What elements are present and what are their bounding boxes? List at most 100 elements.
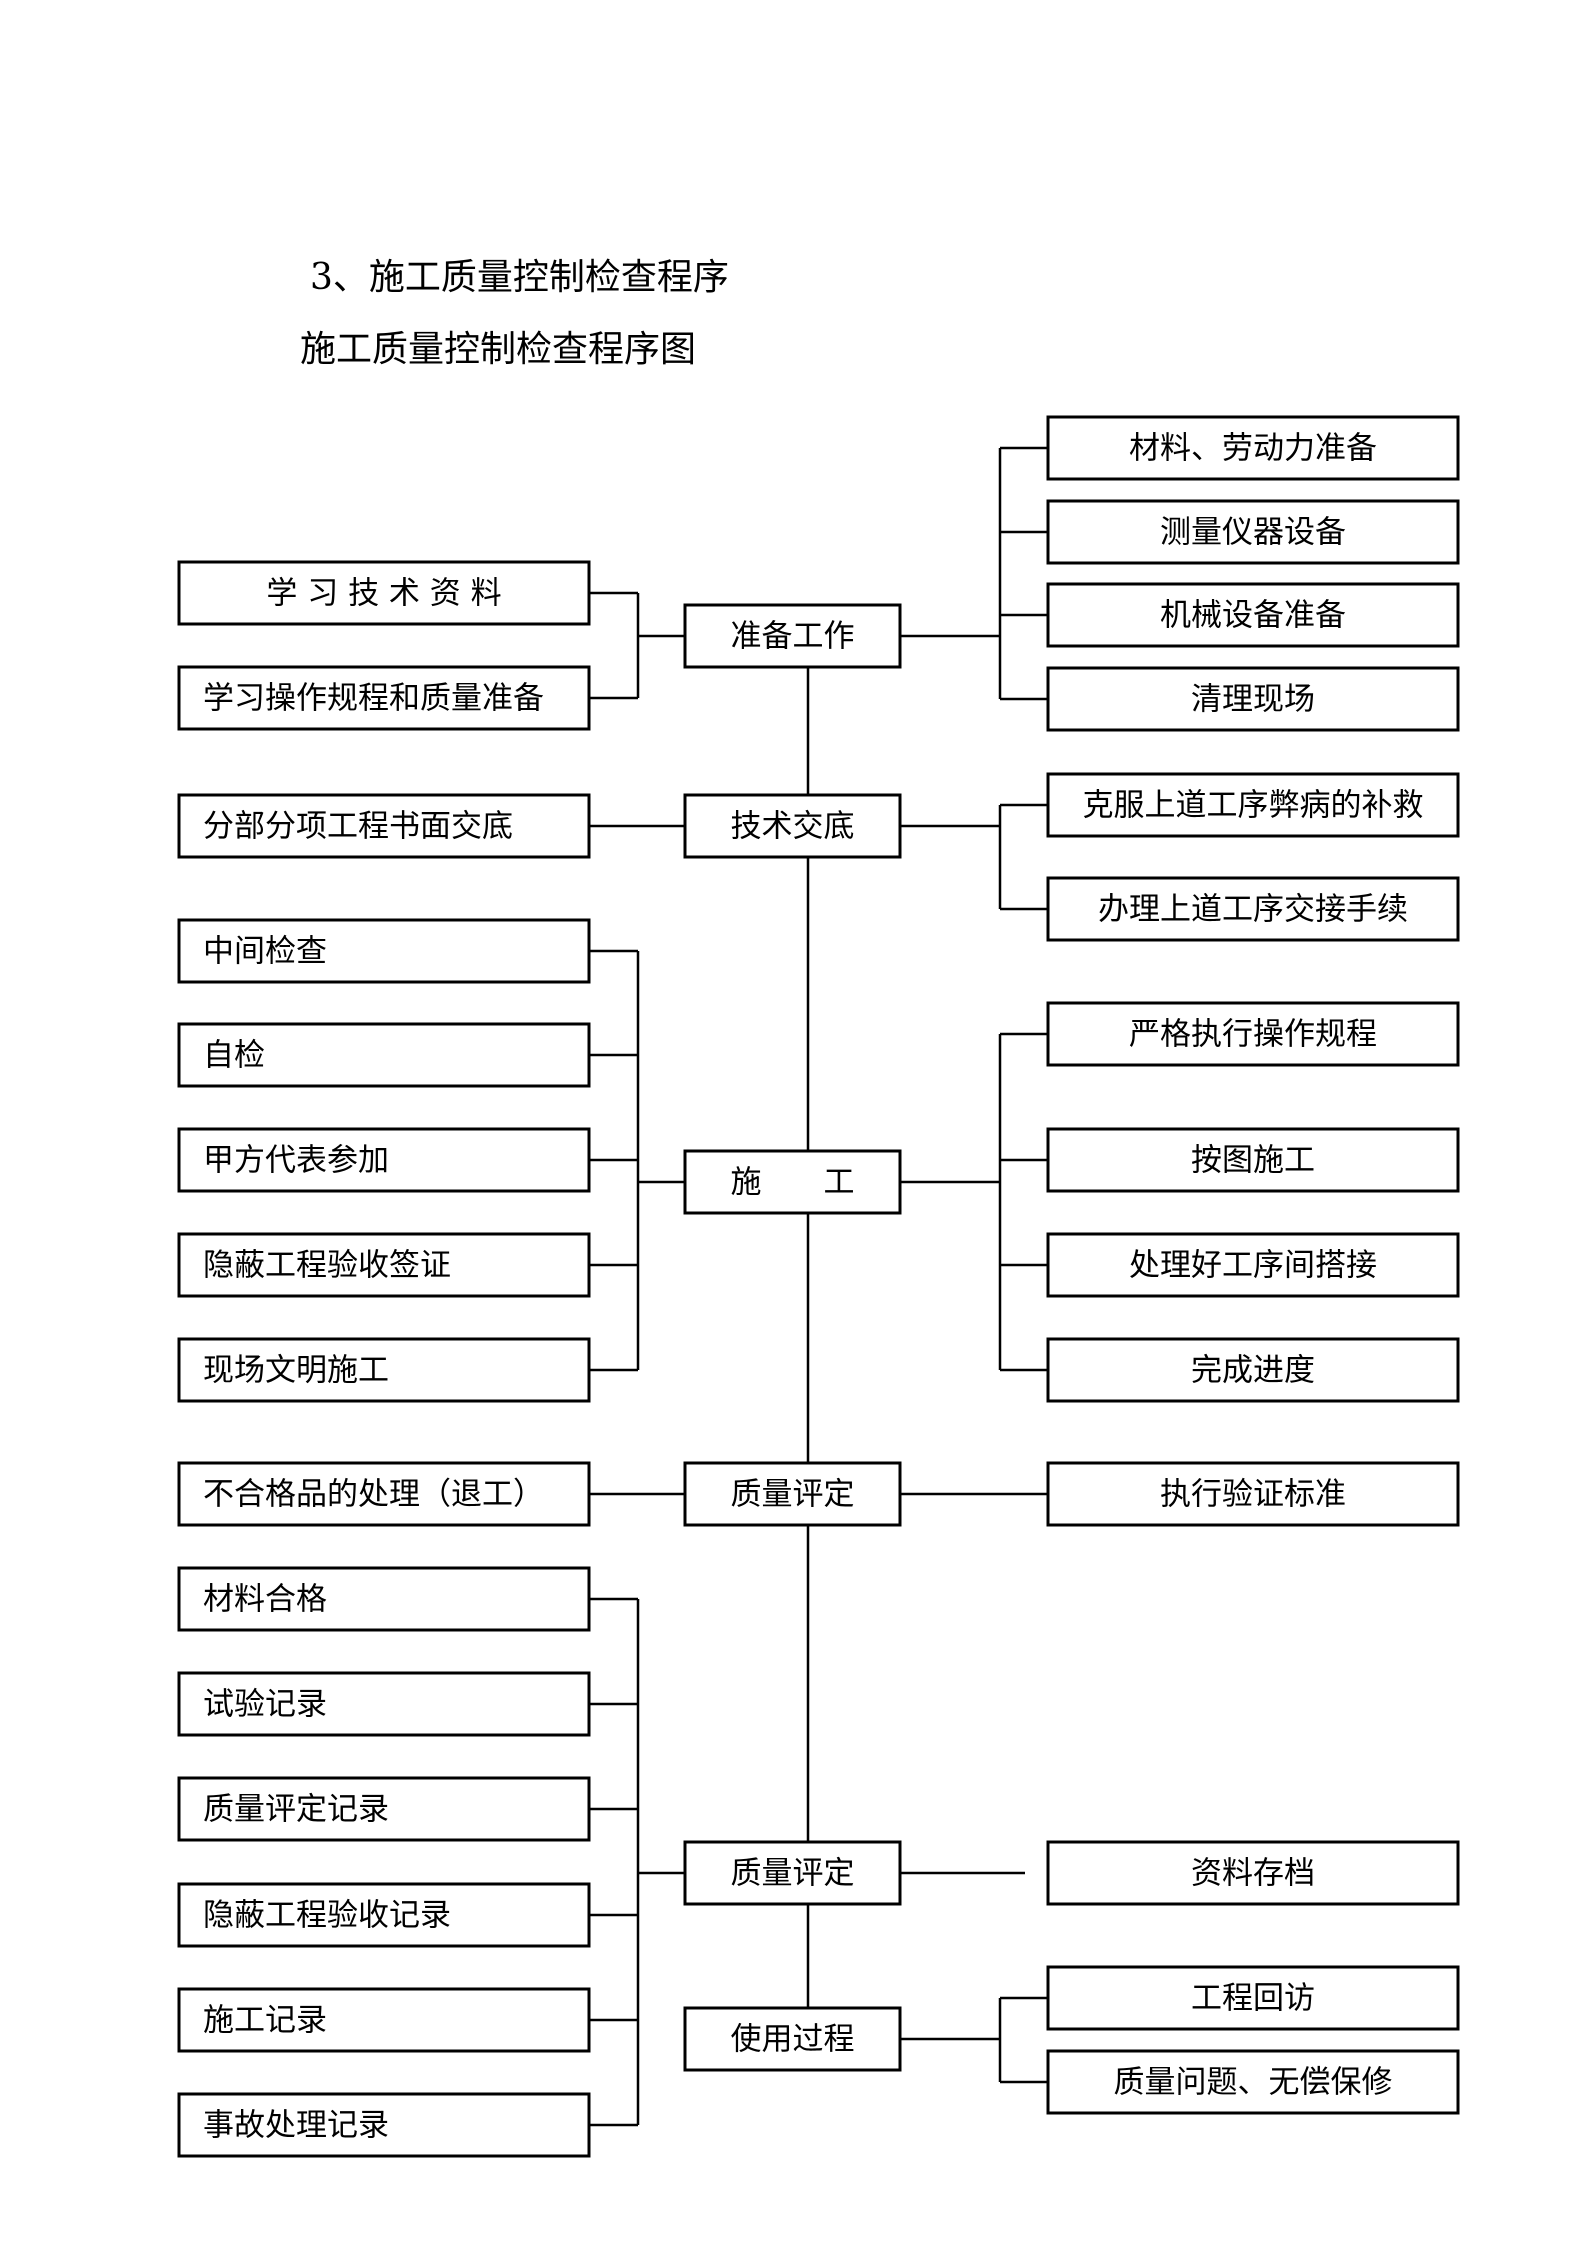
right-box-12: 工程回访 (1046, 1965, 1460, 2031)
step-box-qa2-label: 质量评定 (731, 1856, 855, 1892)
step-box-prep: 准备工作 (683, 603, 902, 669)
step-box-qa1-label: 质量评定 (731, 1477, 855, 1513)
right-box-1: 测量仪器设备 (1046, 499, 1460, 565)
right-box-6-label: 严格执行操作规程 (1129, 1017, 1377, 1053)
right-box-4-frame (1046, 772, 1460, 838)
right-box-11: 资料存档 (1046, 1840, 1460, 1906)
step-box-build-label: 施 工 (731, 1165, 855, 1201)
right-box-13-frame (1046, 2049, 1460, 2115)
left-box-5-frame (177, 1127, 591, 1193)
left-box-10-frame (177, 1671, 591, 1737)
left-box-2-label: 分部分项工程书面交底 (203, 809, 513, 845)
left-box-13: 施工记录 (177, 1987, 591, 2053)
left-box-12-label: 隐蔽工程验收记录 (203, 1898, 451, 1934)
right-box-1-frame (1046, 499, 1460, 565)
left-box-0-frame (177, 560, 591, 626)
right-box-0-label: 材料、劳动力准备 (1129, 431, 1377, 467)
left-box-9: 材料合格 (177, 1566, 591, 1632)
left-box-8: 不合格品的处理（退工） (177, 1461, 591, 1527)
right-box-5-frame (1046, 876, 1460, 942)
left-box-3-label: 中间检查 (203, 934, 327, 970)
right-box-3-frame (1046, 666, 1460, 732)
left-box-9-frame (177, 1566, 591, 1632)
step-box-qa2-frame (683, 1840, 902, 1906)
right-box-10-label: 执行验证标准 (1160, 1477, 1346, 1513)
step-box-qa1: 质量评定 (683, 1461, 902, 1527)
right-box-3: 清理现场 (1046, 666, 1460, 732)
left-box-14-label: 事故处理记录 (203, 2108, 389, 2144)
right-box-5: 办理上道工序交接手续 (1046, 876, 1460, 942)
left-box-11-frame (177, 1776, 591, 1842)
right-box-6-frame (1046, 1001, 1460, 1067)
left-box-11: 质量评定记录 (177, 1776, 591, 1842)
step-box-prep-label: 准备工作 (731, 619, 855, 655)
right-box-11-label: 资料存档 (1191, 1856, 1315, 1892)
right-box-10-frame (1046, 1461, 1460, 1527)
left-box-1: 学习操作规程和质量准备 (177, 665, 591, 731)
left-box-8-label: 不合格品的处理（退工） (203, 1477, 544, 1513)
right-box-13: 质量问题、无偿保修 (1046, 2049, 1460, 2115)
left-box-10: 试验记录 (177, 1671, 591, 1737)
left-box-2-frame (177, 793, 591, 859)
left-box-6-frame (177, 1232, 591, 1298)
left-box-12: 隐蔽工程验收记录 (177, 1882, 591, 1948)
right-box-4-label: 克服上道工序弊病的补救 (1083, 788, 1424, 824)
right-box-5-label: 办理上道工序交接手续 (1098, 892, 1408, 928)
right-box-7-label: 按图施工 (1191, 1143, 1315, 1179)
left-box-6: 隐蔽工程验收签证 (177, 1232, 591, 1298)
step-box-use-label: 使用过程 (731, 2022, 855, 2058)
step-box-build-frame (683, 1149, 902, 1215)
left-box-7: 现场文明施工 (177, 1337, 591, 1403)
right-box-10: 执行验证标准 (1046, 1461, 1460, 1527)
section-heading: 3、施工质量控制检查程序 (310, 257, 729, 298)
step-box-tech-label: 技术交底 (731, 809, 855, 845)
left-box-5: 甲方代表参加 (177, 1127, 591, 1193)
left-box-5-label: 甲方代表参加 (203, 1143, 389, 1179)
right-box-6: 严格执行操作规程 (1046, 1001, 1460, 1067)
right-box-9-label: 完成进度 (1191, 1353, 1315, 1389)
right-box-8: 处理好工序间搭接 (1046, 1232, 1460, 1298)
left-box-0-label: 学 习 技 术 资 料 (266, 576, 501, 612)
right-box-1-label: 测量仪器设备 (1160, 515, 1346, 551)
right-box-3-label: 清理现场 (1191, 682, 1315, 718)
right-box-2: 机械设备准备 (1046, 582, 1460, 648)
right-box-12-label: 工程回访 (1191, 1981, 1315, 2017)
left-box-3: 中间检查 (177, 918, 591, 984)
left-box-7-frame (177, 1337, 591, 1403)
right-box-8-label: 处理好工序间搭接 (1129, 1248, 1377, 1284)
left-box-2: 分部分项工程书面交底 (177, 793, 591, 859)
right-box-13-label: 质量问题、无偿保修 (1114, 2065, 1393, 2101)
left-box-10-label: 试验记录 (203, 1687, 327, 1723)
step-box-use-frame (683, 2006, 902, 2072)
left-box-13-label: 施工记录 (203, 2003, 327, 2039)
right-box-11-frame (1046, 1840, 1460, 1906)
step-box-qa2: 质量评定 (683, 1840, 902, 1906)
left-box-1-label: 学习操作规程和质量准备 (203, 681, 544, 717)
left-box-11-label: 质量评定记录 (203, 1792, 389, 1828)
left-box-4-label: 自检 (203, 1038, 265, 1074)
step-box-tech-frame (683, 793, 902, 859)
left-box-14-frame (177, 2092, 591, 2158)
left-box-0: 学 习 技 术 资 料 (177, 560, 591, 626)
right-box-2-label: 机械设备准备 (1160, 598, 1346, 634)
diagram-title: 施工质量控制检查程序图 (300, 329, 697, 370)
left-box-6-label: 隐蔽工程验收签证 (203, 1248, 451, 1284)
right-box-2-frame (1046, 582, 1460, 648)
left-box-8-frame (177, 1461, 591, 1527)
step-box-prep-frame (683, 603, 902, 669)
step-box-qa1-frame (683, 1461, 902, 1527)
left-box-13-frame (177, 1987, 591, 2053)
step-box-build: 施 工 (683, 1149, 902, 1215)
left-box-12-frame (177, 1882, 591, 1948)
right-box-0-frame (1046, 415, 1460, 481)
right-box-12-frame (1046, 1965, 1460, 2031)
left-box-7-label: 现场文明施工 (203, 1353, 389, 1389)
left-box-4: 自检 (177, 1022, 591, 1088)
left-box-1-frame (177, 665, 591, 731)
left-box-4-frame (177, 1022, 591, 1088)
right-box-8-frame (1046, 1232, 1460, 1298)
right-box-9-frame (1046, 1337, 1460, 1403)
left-box-9-label: 材料合格 (203, 1582, 327, 1618)
right-box-0: 材料、劳动力准备 (1046, 415, 1460, 481)
